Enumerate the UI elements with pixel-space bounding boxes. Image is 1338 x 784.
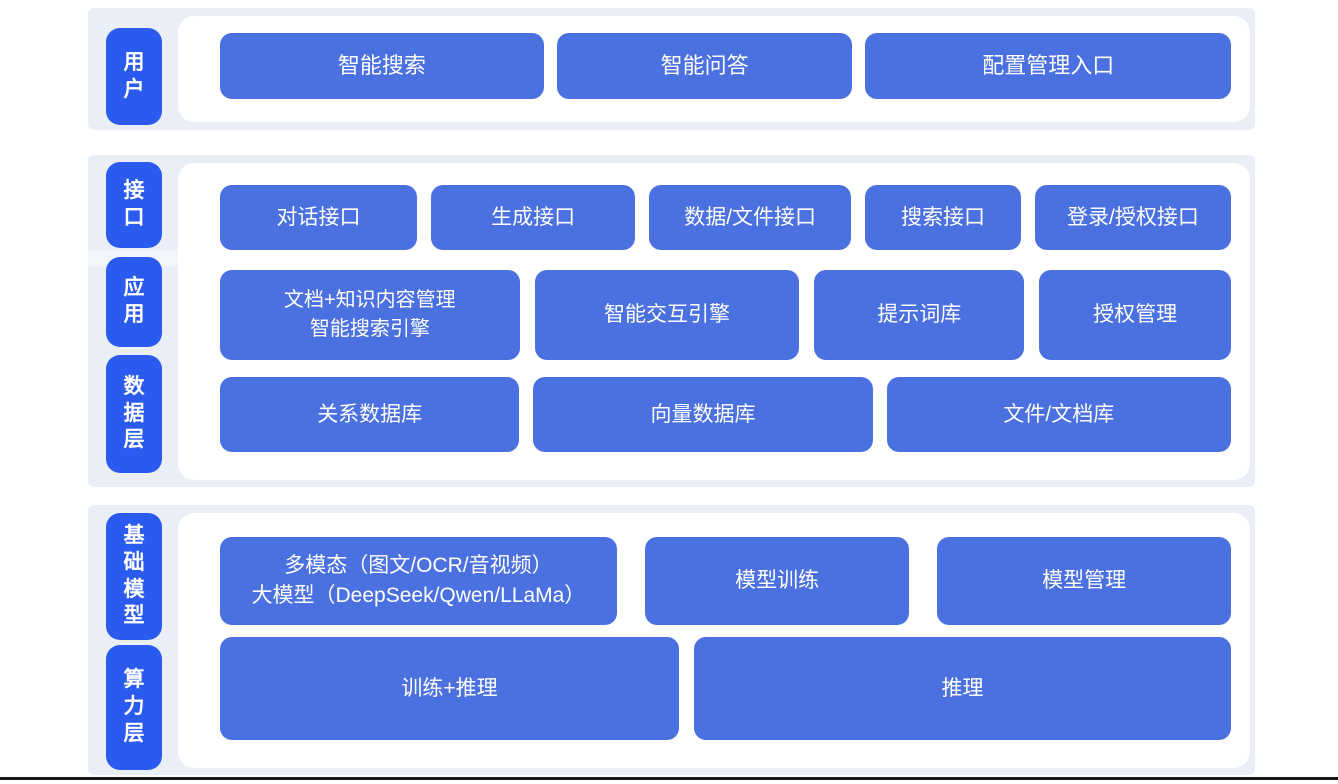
generation-api-box: 生成接口	[431, 185, 636, 250]
vector-db-box: 向量数据库	[533, 377, 873, 452]
layer-label-interface: 接口	[106, 162, 162, 248]
layer-label-compute-text: 算力层	[123, 668, 145, 745]
doc-knowledge-search-engine-box: 文档+知识内容管理 智能搜索引擎	[220, 270, 520, 360]
login-auth-api-box: 登录/授权接口	[1034, 185, 1231, 250]
model-management-box: 模型管理	[937, 537, 1231, 625]
data-file-api-label: 数据/文件接口	[684, 205, 817, 229]
layer-label-base-model-text: 基础模型	[123, 523, 145, 628]
auth-management-label: 授权管理	[1093, 303, 1178, 327]
smart-search-label: 智能搜索	[337, 52, 426, 78]
auth-management-box: 授权管理	[1039, 270, 1231, 360]
model-compute-panel: 多模态（图文/OCR/音视频） 大模型（DeepSeek/Qwen/LLaMa）…	[178, 513, 1250, 768]
doc-knowledge-line1: 文档+知识内容管理	[284, 289, 456, 311]
layer-label-application: 应用	[106, 257, 162, 347]
prompt-library-label: 提示词库	[877, 303, 962, 327]
relational-db-box: 关系数据库	[220, 377, 520, 452]
search-api-label: 搜索接口	[901, 205, 986, 229]
training-inference-label: 训练+推理	[401, 676, 498, 700]
data-button-row: 关系数据库 向量数据库 文件/文档库	[220, 377, 1231, 452]
layer-label-interface-text: 接口	[123, 179, 145, 229]
application-button-row: 文档+知识内容管理 智能搜索引擎 智能交互引擎 提示词库 授权管理	[220, 270, 1231, 360]
layer-band-interface-app-data: 接口 应用 数据层 对话接口 生成接口 数据/文件接口 搜索接口	[88, 155, 1255, 487]
compute-button-row: 训练+推理 推理	[220, 637, 1231, 740]
layer-label-data-layer-text: 数据层	[123, 374, 145, 452]
multimodal-llm-box: 多模态（图文/OCR/音视频） 大模型（DeepSeek/Qwen/LLaMa）	[220, 537, 617, 625]
dialog-api-box: 对话接口	[220, 185, 418, 250]
relational-db-label: 关系数据库	[317, 402, 423, 426]
config-management-entry-label: 配置管理入口	[982, 52, 1115, 78]
config-management-entry-box: 配置管理入口	[865, 33, 1231, 99]
model-button-row: 多模态（图文/OCR/音视频） 大模型（DeepSeek/Qwen/LLaMa）…	[220, 537, 1231, 625]
layer-label-data-layer: 数据层	[106, 355, 162, 473]
search-api-box: 搜索接口	[865, 185, 1021, 250]
layer-band-user: 用户 智能搜索 智能问答 配置管理入口	[88, 8, 1255, 130]
file-doc-store-label: 文件/文档库	[1003, 402, 1115, 426]
user-button-row: 智能搜索 智能问答 配置管理入口	[220, 33, 1231, 99]
layer-label-base-model: 基础模型	[106, 513, 162, 640]
layer-label-application-text: 应用	[123, 276, 145, 326]
generation-api-label: 生成接口	[491, 205, 576, 229]
user-layer-panel: 智能搜索 智能问答 配置管理入口	[178, 16, 1250, 122]
model-management-label: 模型管理	[1042, 569, 1127, 593]
smart-interaction-engine-label: 智能交互引擎	[604, 303, 731, 327]
smart-qa-box: 智能问答	[556, 33, 853, 99]
interface-button-row: 对话接口 生成接口 数据/文件接口 搜索接口 登录/授权接口	[220, 185, 1231, 250]
layer-label-user-text: 用户	[123, 50, 145, 101]
inference-label: 推理	[941, 676, 984, 700]
dialog-api-label: 对话接口	[276, 205, 361, 229]
model-training-label: 模型训练	[735, 569, 820, 593]
vector-db-label: 向量数据库	[650, 402, 756, 426]
file-doc-store-box: 文件/文档库	[886, 377, 1231, 452]
inference-box: 推理	[694, 637, 1231, 740]
layer-label-user: 用户	[106, 28, 162, 125]
data-file-api-box: 数据/文件接口	[649, 185, 852, 250]
prompt-library-box: 提示词库	[814, 270, 1025, 360]
smart-interaction-engine-box: 智能交互引擎	[534, 270, 800, 360]
doc-knowledge-line2: 智能搜索引擎	[309, 318, 430, 340]
smart-qa-label: 智能问答	[660, 52, 749, 78]
multimodal-llm-line2: 大模型（DeepSeek/Qwen/LLaMa）	[251, 584, 586, 607]
interface-app-data-panel: 对话接口 生成接口 数据/文件接口 搜索接口 登录/授权接口 文档+知识内容管理	[178, 163, 1250, 480]
multimodal-llm-line1: 多模态（图文/OCR/音视频）	[284, 553, 553, 577]
training-inference-box: 训练+推理	[220, 637, 679, 740]
bottom-edge-line	[0, 777, 1338, 780]
login-auth-api-label: 登录/授权接口	[1067, 205, 1199, 229]
model-training-box: 模型训练	[644, 537, 910, 625]
layer-label-compute: 算力层	[106, 645, 162, 770]
layer-band-model-compute: 基础模型 算力层 多模态（图文/OCR/音视频） 大模型（DeepSeek/Qw…	[88, 505, 1255, 775]
smart-search-box: 智能搜索	[220, 33, 544, 99]
